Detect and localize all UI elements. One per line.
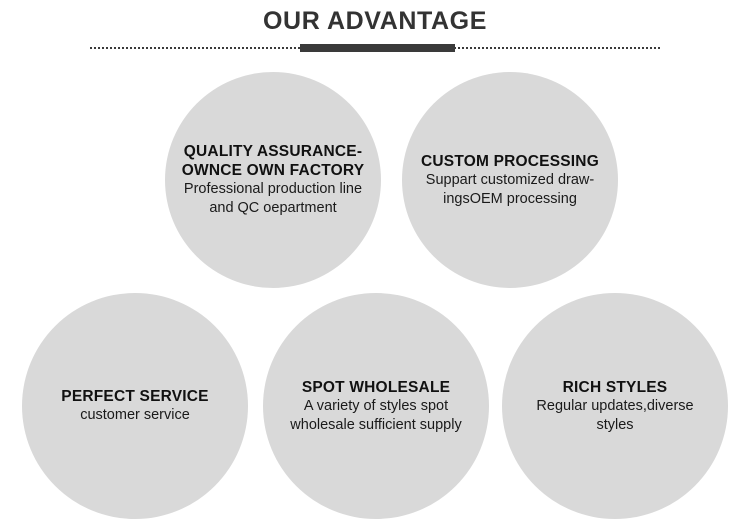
advantage-circle-perfect-service: PERFECT SERVICE customer service [22,293,248,519]
advantage-body: A variety of styles spot wholesale suffi… [290,397,462,433]
advantage-title: RICH STYLES [562,378,668,396]
advantage-title: CUSTOM PROCESSING [421,152,599,170]
page-title: OUR ADVANTAGE [263,7,487,35]
divider-center-bar [300,44,455,52]
advantage-text-stack: PERFECT SERVICE customer service [25,387,245,425]
advantage-body: Regular updates,diverse styles [536,397,694,433]
advantage-text-stack: RICH STYLES Regular updates,diverse styl… [511,378,719,435]
advantage-circle-rich-styles: RICH STYLES Regular updates,diverse styl… [502,293,728,519]
advantage-body: Suppart customized draw- ingsOEM process… [425,171,595,207]
advantage-text-stack: QUALITY ASSURANCE- OWNCE OWN FACTORY Pro… [166,142,380,218]
advantage-title: SPOT WHOLESALE [301,378,451,396]
advantage-body: customer service [80,407,190,423]
advantage-title: PERFECT SERVICE [61,388,209,405]
title-divider [90,44,660,52]
advantage-circle-quality-assurance: QUALITY ASSURANCE- OWNCE OWN FACTORY Pro… [165,72,381,288]
advantage-text-stack: CUSTOM PROCESSING Suppart customized dra… [407,152,613,209]
advantage-circle-spot-wholesale: SPOT WHOLESALE A variety of styles spot … [263,293,489,519]
header: OUR ADVANTAGE [0,0,750,60]
advantage-circle-custom-processing: CUSTOM PROCESSING Suppart customized dra… [402,72,618,288]
advantage-title: QUALITY ASSURANCE- OWNCE OWN FACTORY [181,143,365,179]
advantage-body: Professional production line and QC oepa… [183,181,363,216]
advantage-text-stack: SPOT WHOLESALE A variety of styles spot … [270,378,482,435]
